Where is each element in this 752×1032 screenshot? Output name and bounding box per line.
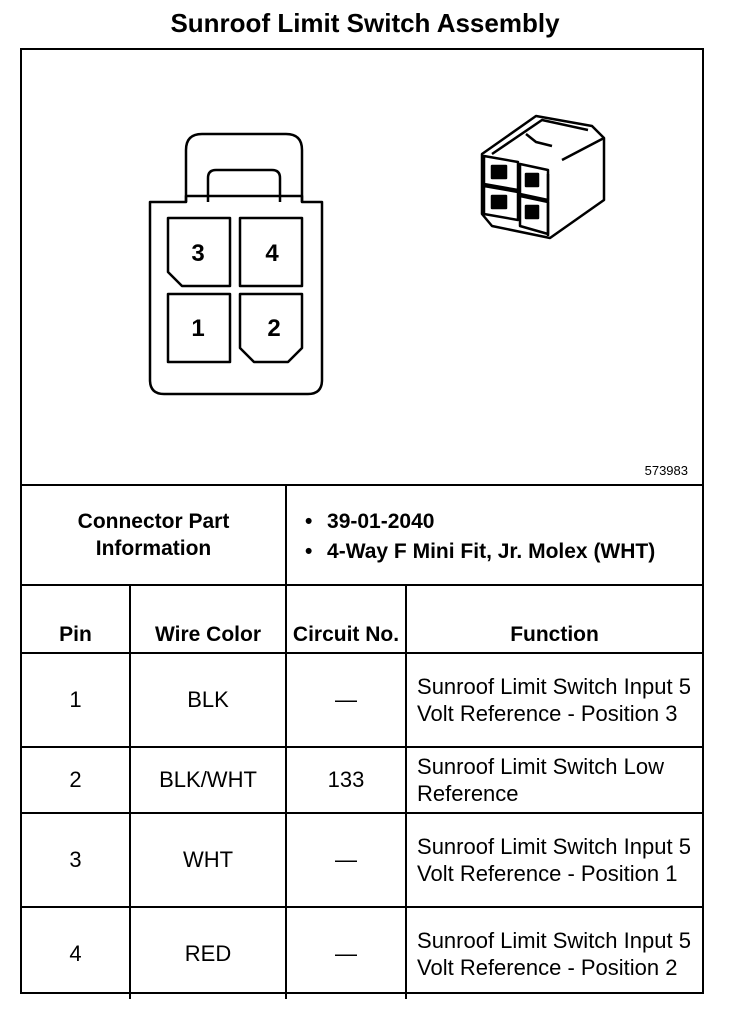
page-title: Sunroof Limit Switch Assembly	[170, 8, 560, 38]
pinout-table: Connector Part Information 39-01-2040 4-…	[22, 484, 703, 999]
connector-info-label: Connector Part Information	[22, 484, 288, 586]
connector-description: 4-Way F Mini Fit, Jr. Molex (WHT)	[305, 539, 702, 565]
pin-label-4: 4	[265, 240, 279, 267]
pin-label-1: 1	[191, 315, 204, 342]
table-row: 1 BLK — Sunroof Limit Switch Input 5 Vol…	[22, 652, 703, 748]
circuit-cell: 133	[285, 746, 408, 814]
circuit-cell: —	[285, 812, 408, 908]
function-cell: Sunroof Limit Switch Low Reference	[405, 746, 703, 814]
pin-cell: 3	[22, 812, 131, 908]
pin-label-3: 3	[191, 240, 204, 267]
pin-cell: 4	[22, 906, 131, 999]
connector-info-list: 39-01-2040 4-Way F Mini Fit, Jr. Molex (…	[287, 501, 702, 565]
connector-part-number: 39-01-2040	[305, 509, 702, 535]
connector-info-row: Connector Part Information 39-01-2040 4-…	[22, 484, 703, 586]
wire-color-header: Wire Color	[128, 584, 288, 654]
connector-figure: 3 4 1 2 573983	[22, 50, 702, 486]
table-row: 3 WHT — Sunroof Limit Switch Input 5 Vol…	[22, 812, 703, 908]
pin-header: Pin	[22, 584, 131, 654]
circuit-cell: —	[285, 652, 408, 748]
table-header-row: Pin Wire Color Circuit No. Function	[22, 584, 703, 654]
function-header: Function	[405, 584, 703, 654]
pin-label-2: 2	[267, 315, 280, 342]
function-cell: Sunroof Limit Switch Input 5 Volt Refere…	[405, 906, 703, 999]
table-row: 2 BLK/WHT 133 Sunroof Limit Switch Low R…	[22, 746, 703, 814]
connector-face-icon	[148, 132, 324, 396]
wire-color-cell: WHT	[128, 812, 288, 908]
connector-info-cell: 39-01-2040 4-Way F Mini Fit, Jr. Molex (…	[285, 484, 703, 586]
circuit-no-header: Circuit No.	[285, 584, 408, 654]
wire-color-cell: BLK	[128, 652, 288, 748]
table-row: 4 RED — Sunroof Limit Switch Input 5 Vol…	[22, 906, 703, 999]
connector-3d-icon	[480, 114, 606, 240]
pin-cell: 1	[22, 652, 131, 748]
function-cell: Sunroof Limit Switch Input 5 Volt Refere…	[405, 652, 703, 748]
wire-color-cell: RED	[128, 906, 288, 999]
function-cell: Sunroof Limit Switch Input 5 Volt Refere…	[405, 812, 703, 908]
wire-color-cell: BLK/WHT	[128, 746, 288, 814]
connector-frame: 3 4 1 2 573983 Connector Part Informatio…	[20, 48, 704, 999]
figure-number: 573983	[644, 463, 688, 478]
pin-cell: 2	[22, 746, 131, 814]
circuit-cell: —	[285, 906, 408, 999]
connector-drawing: 3 4 1 2	[148, 114, 606, 396]
